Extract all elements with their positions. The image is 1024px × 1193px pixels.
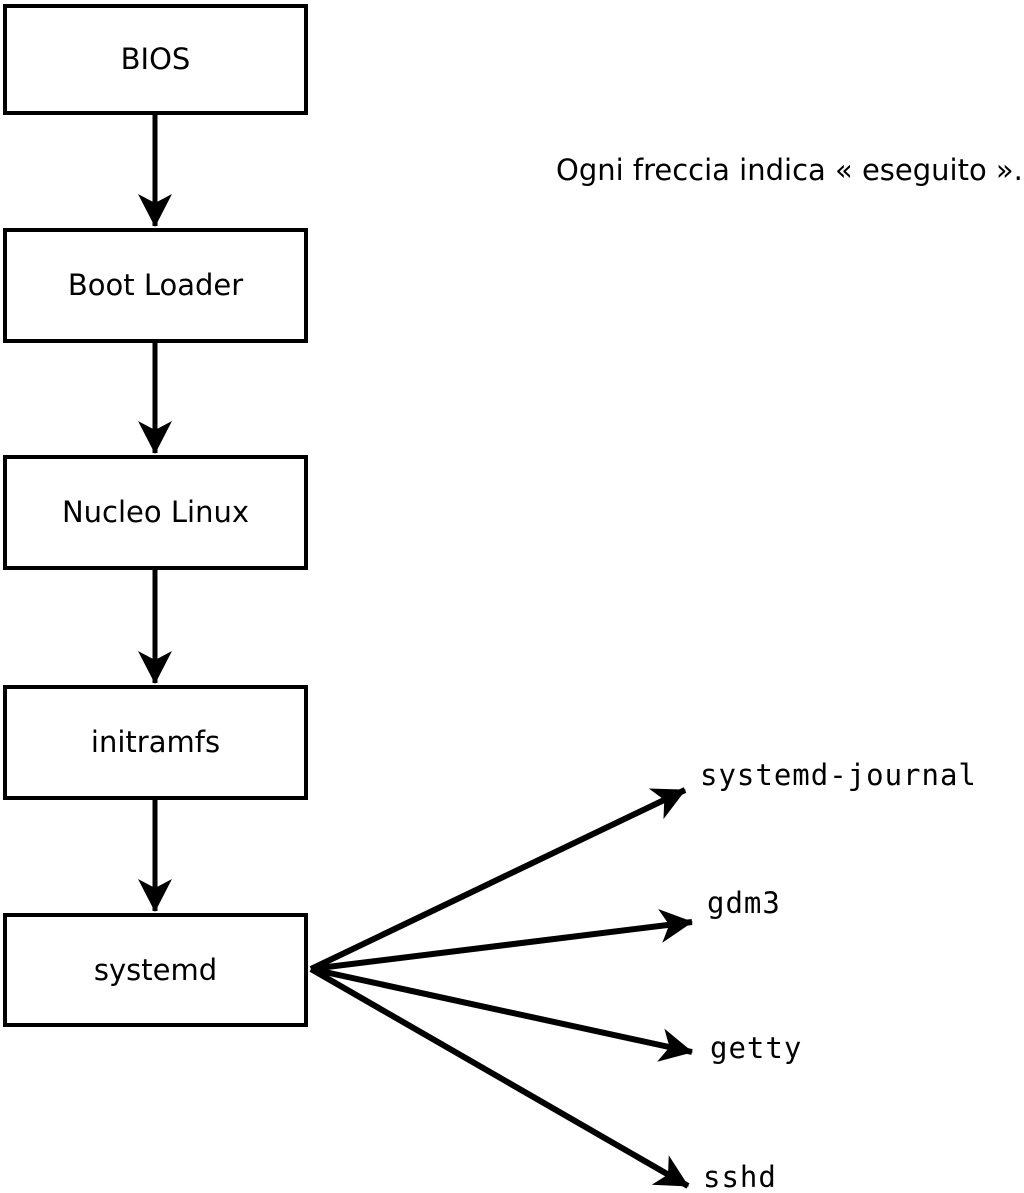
arrow-systemd-to-getty xyxy=(310,966,693,1062)
box-kernel-label: Nucleo Linux xyxy=(61,495,249,529)
box-systemd-label: systemd xyxy=(93,952,218,987)
service-label-sshd: sshd xyxy=(703,1160,777,1193)
service-label-getty: getty xyxy=(710,1031,803,1065)
box-initramfs-label: initramfs xyxy=(90,725,221,759)
box-bios: BIOS xyxy=(3,4,308,115)
box-bios-label: BIOS xyxy=(120,42,191,76)
box-bootloader: Boot Loader xyxy=(3,228,308,343)
box-systemd: systemd xyxy=(3,913,308,1027)
arrow-systemd-to-gdm3 xyxy=(310,909,693,972)
box-bootloader-label: Boot Loader xyxy=(67,268,244,302)
box-initramfs: initramfs xyxy=(3,685,308,800)
arrow-systemd-to-journal xyxy=(309,787,687,972)
service-label-gdm3: gdm3 xyxy=(707,886,781,920)
caption: Ogni freccia indica « eseguito ». xyxy=(556,153,1023,187)
arrow-systemd-to-sshd xyxy=(309,966,690,1189)
service-label-systemd-journal: systemd-journal xyxy=(700,758,977,792)
box-kernel: Nucleo Linux xyxy=(3,455,308,570)
